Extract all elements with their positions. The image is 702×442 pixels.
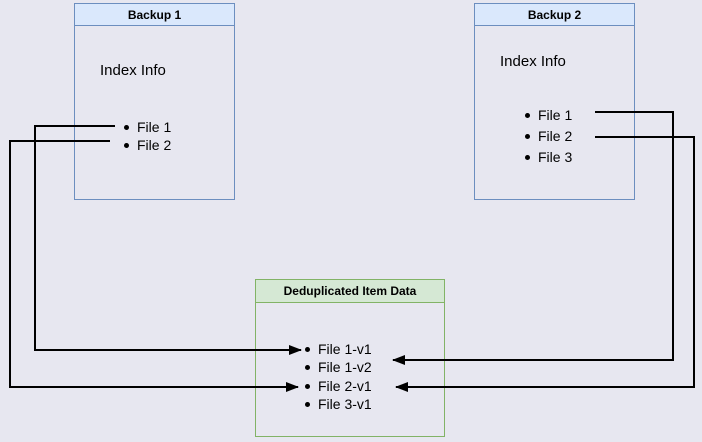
dedup-item-file1v2: File 1-v2 [318, 359, 372, 375]
backup1-index-info-label: Index Info [100, 62, 166, 79]
list-item: File 1-v2 [305, 358, 372, 376]
backup2-file-3: File 3 [538, 149, 573, 165]
backup2-index-info-label: Index Info [500, 53, 566, 70]
backup1-header: Backup 1 [75, 4, 234, 26]
bullet-icon [305, 364, 310, 370]
bullet-icon [525, 154, 530, 160]
bullet-icon [305, 401, 310, 407]
backup2-title: Backup 2 [527, 7, 582, 22]
backup2-file-2: File 2 [538, 128, 573, 144]
list-item: File 2 [124, 136, 171, 154]
list-item: File 2-v1 [305, 377, 372, 395]
bullet-icon [525, 133, 530, 139]
bullet-icon [305, 346, 310, 352]
bullet-icon [124, 142, 129, 148]
bullet-icon [124, 124, 129, 130]
backup1-box: Backup 1 [74, 3, 235, 200]
backup1-file-1: File 1 [137, 119, 172, 135]
backup2-header: Backup 2 [475, 4, 634, 26]
dedup-header: Deduplicated Item Data [256, 280, 444, 303]
dedup-item-file1v1: File 1-v1 [318, 341, 372, 357]
list-item: File 1-v1 [305, 340, 372, 358]
backup1-title: Backup 1 [127, 7, 182, 22]
backup2-file-1: File 1 [538, 107, 573, 123]
dedup-item-file3v1: File 3-v1 [318, 396, 372, 412]
list-item: File 1 [525, 106, 572, 124]
backup2-box: Backup 2 [474, 3, 635, 200]
dedup-item-file2v1: File 2-v1 [318, 378, 372, 394]
dedup-title: Deduplicated Item Data [283, 284, 417, 298]
list-item: File 3-v1 [305, 395, 372, 413]
list-item: File 2 [525, 127, 572, 145]
list-item: File 3 [525, 148, 572, 166]
bullet-icon [305, 383, 310, 389]
backup1-file-2: File 2 [137, 137, 172, 153]
bullet-icon [525, 112, 530, 118]
list-item: File 1 [124, 118, 171, 136]
